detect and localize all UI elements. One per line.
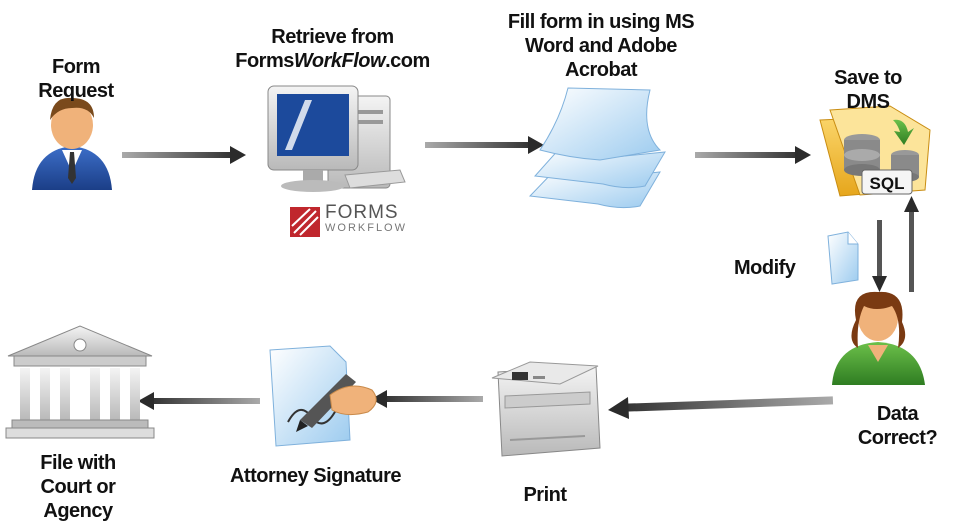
arrow-signature-to-file [138,392,260,410]
user-male-icon [32,97,112,190]
arrow-save-to-correct [872,220,887,292]
label-attorney-signature: Attorney Signature [229,465,402,487]
document-icon [827,231,859,285]
label-retrieve: Retrieve from FormsWorkFlow.com [235,26,430,72]
printer-icon [491,361,601,457]
courthouse-icon [5,325,155,439]
forms-workflow-wordmark: FORMS WORKFLOW [325,202,407,234]
arrow-fill-to-save [695,146,811,164]
arrow-retrieve-to-fill [425,136,544,154]
arrow-correct-to-print [608,396,834,419]
sql-badge: SQL [870,174,905,193]
forms-workflow-logo [290,207,320,237]
signature-icon [269,345,377,447]
label-modify: Modify [734,257,796,279]
arrow-correct-to-save [904,196,919,292]
user-female-icon [832,291,925,385]
arrow-print-to-signature [371,390,483,408]
documents-stack-icon [528,87,666,209]
label-print: Print [523,484,567,506]
database-folder-icon: SQL [819,105,931,197]
computer-icon [267,85,406,192]
arrow-request-to-retrieve [122,146,246,164]
